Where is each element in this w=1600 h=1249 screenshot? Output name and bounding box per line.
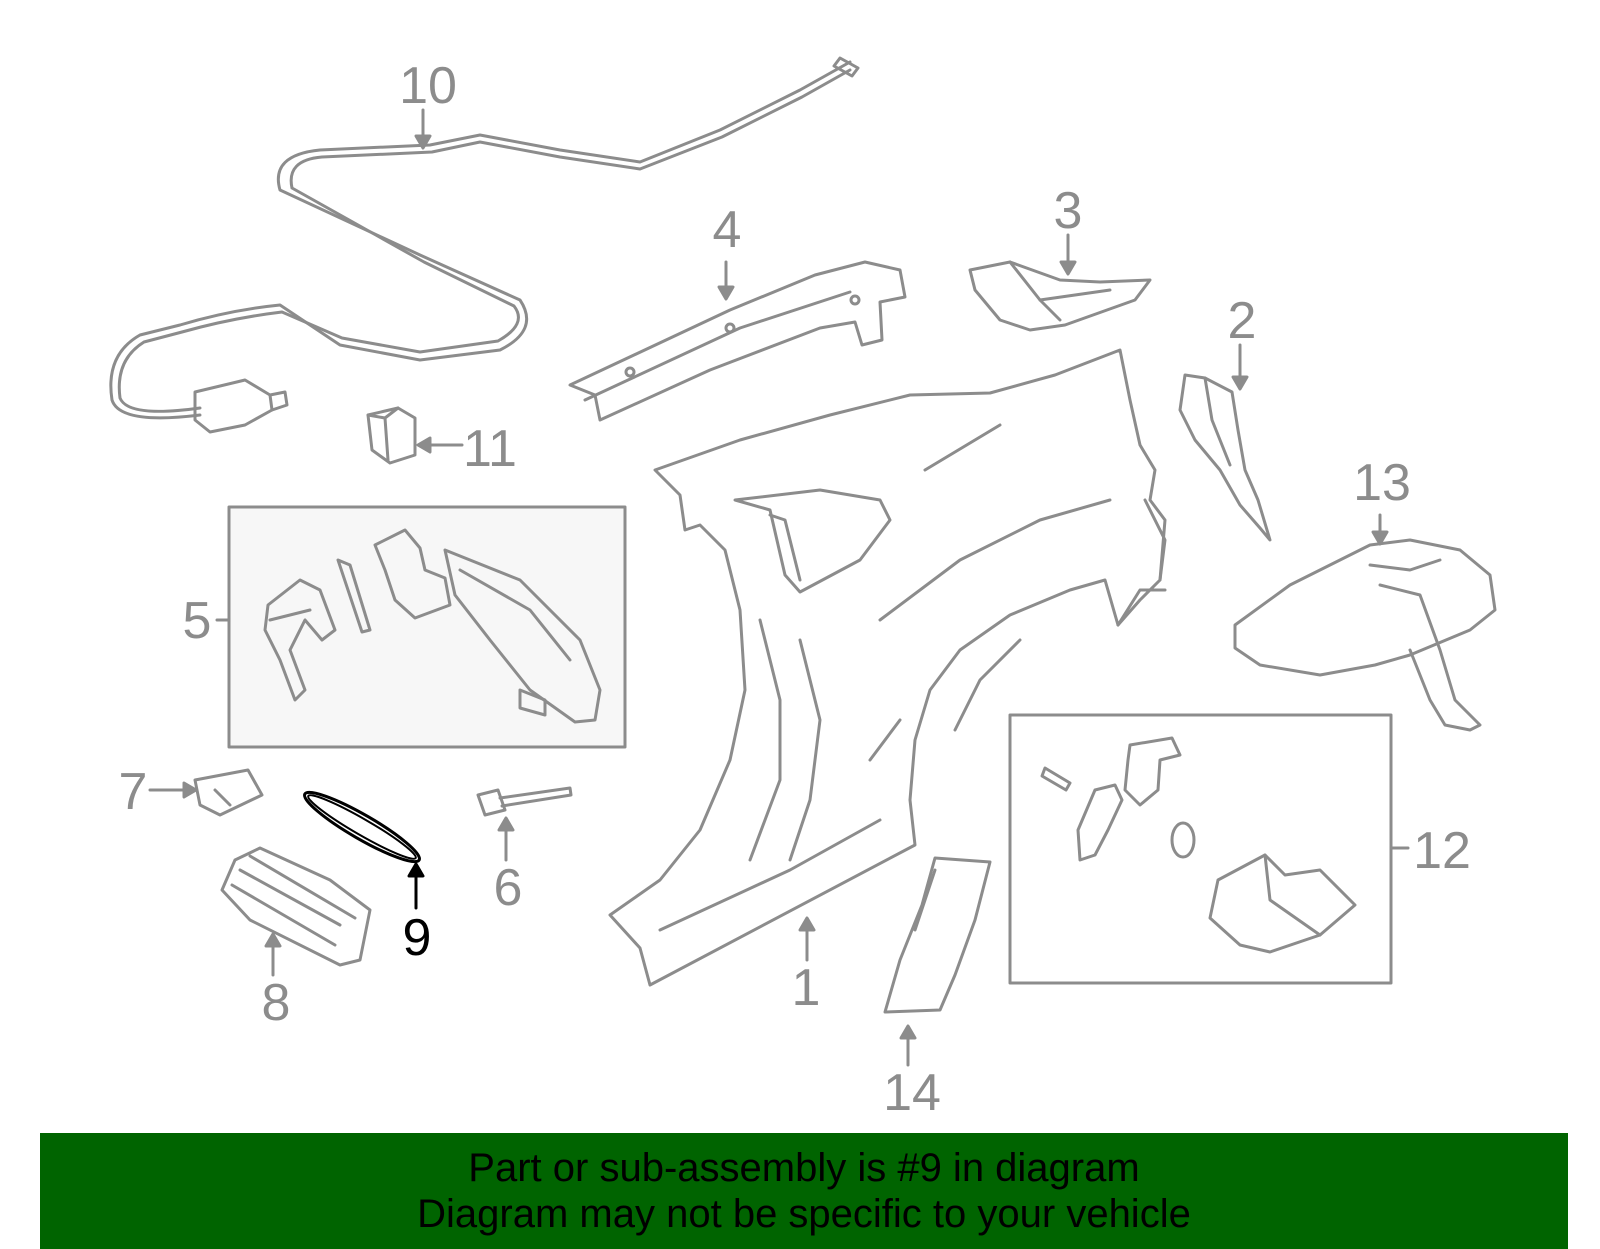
part-7-clip[interactable] (193, 768, 264, 817)
part-11-clip[interactable] (366, 406, 417, 465)
callout-3: 3 (1054, 182, 1083, 240)
callout-14: 14 (883, 1064, 941, 1122)
part-10-cable[interactable] (109, 56, 860, 434)
part-3-bracket[interactable] (968, 260, 1152, 332)
part-9-seal[interactable] (299, 784, 425, 871)
callout-8: 8 (262, 974, 291, 1032)
callout-10: 10 (399, 57, 457, 115)
part-4-rail[interactable] (568, 260, 907, 422)
part-8-fuel-door[interactable] (220, 846, 372, 967)
parts-diagram: 10 4 3 2 11 13 5 7 12 6 9 1 8 14 (109, 56, 1497, 1122)
callout-9: 9 (403, 909, 432, 967)
part-6-bolt[interactable] (476, 786, 573, 817)
callout-4: 4 (713, 201, 742, 259)
callout-1: 1 (792, 959, 821, 1017)
part-2-reinforcement[interactable] (1178, 373, 1272, 542)
part-13-liner[interactable] (1233, 538, 1497, 732)
callout-6: 6 (494, 859, 523, 917)
callout-2: 2 (1228, 292, 1257, 350)
callout-11: 11 (463, 420, 517, 478)
banner-line-disclaimer: Diagram may not be specific to your vehi… (417, 1192, 1191, 1236)
info-banner: Part or sub-assembly is #9 in diagram Di… (40, 1133, 1568, 1249)
part-5-box[interactable] (227, 505, 627, 749)
leader-lines (148, 108, 1410, 1067)
callout-7: 7 (119, 763, 148, 821)
callout-5: 5 (183, 592, 212, 650)
callout-12: 12 (1413, 822, 1471, 880)
leader-line-9 (407, 862, 425, 910)
callout-13: 13 (1353, 454, 1411, 512)
banner-line-part: Part or sub-assembly is #9 in diagram (468, 1146, 1140, 1190)
part-1-quarter-panel[interactable] (608, 348, 1167, 987)
part-14-shield[interactable] (883, 856, 992, 1014)
part-12-box[interactable] (1008, 713, 1393, 985)
